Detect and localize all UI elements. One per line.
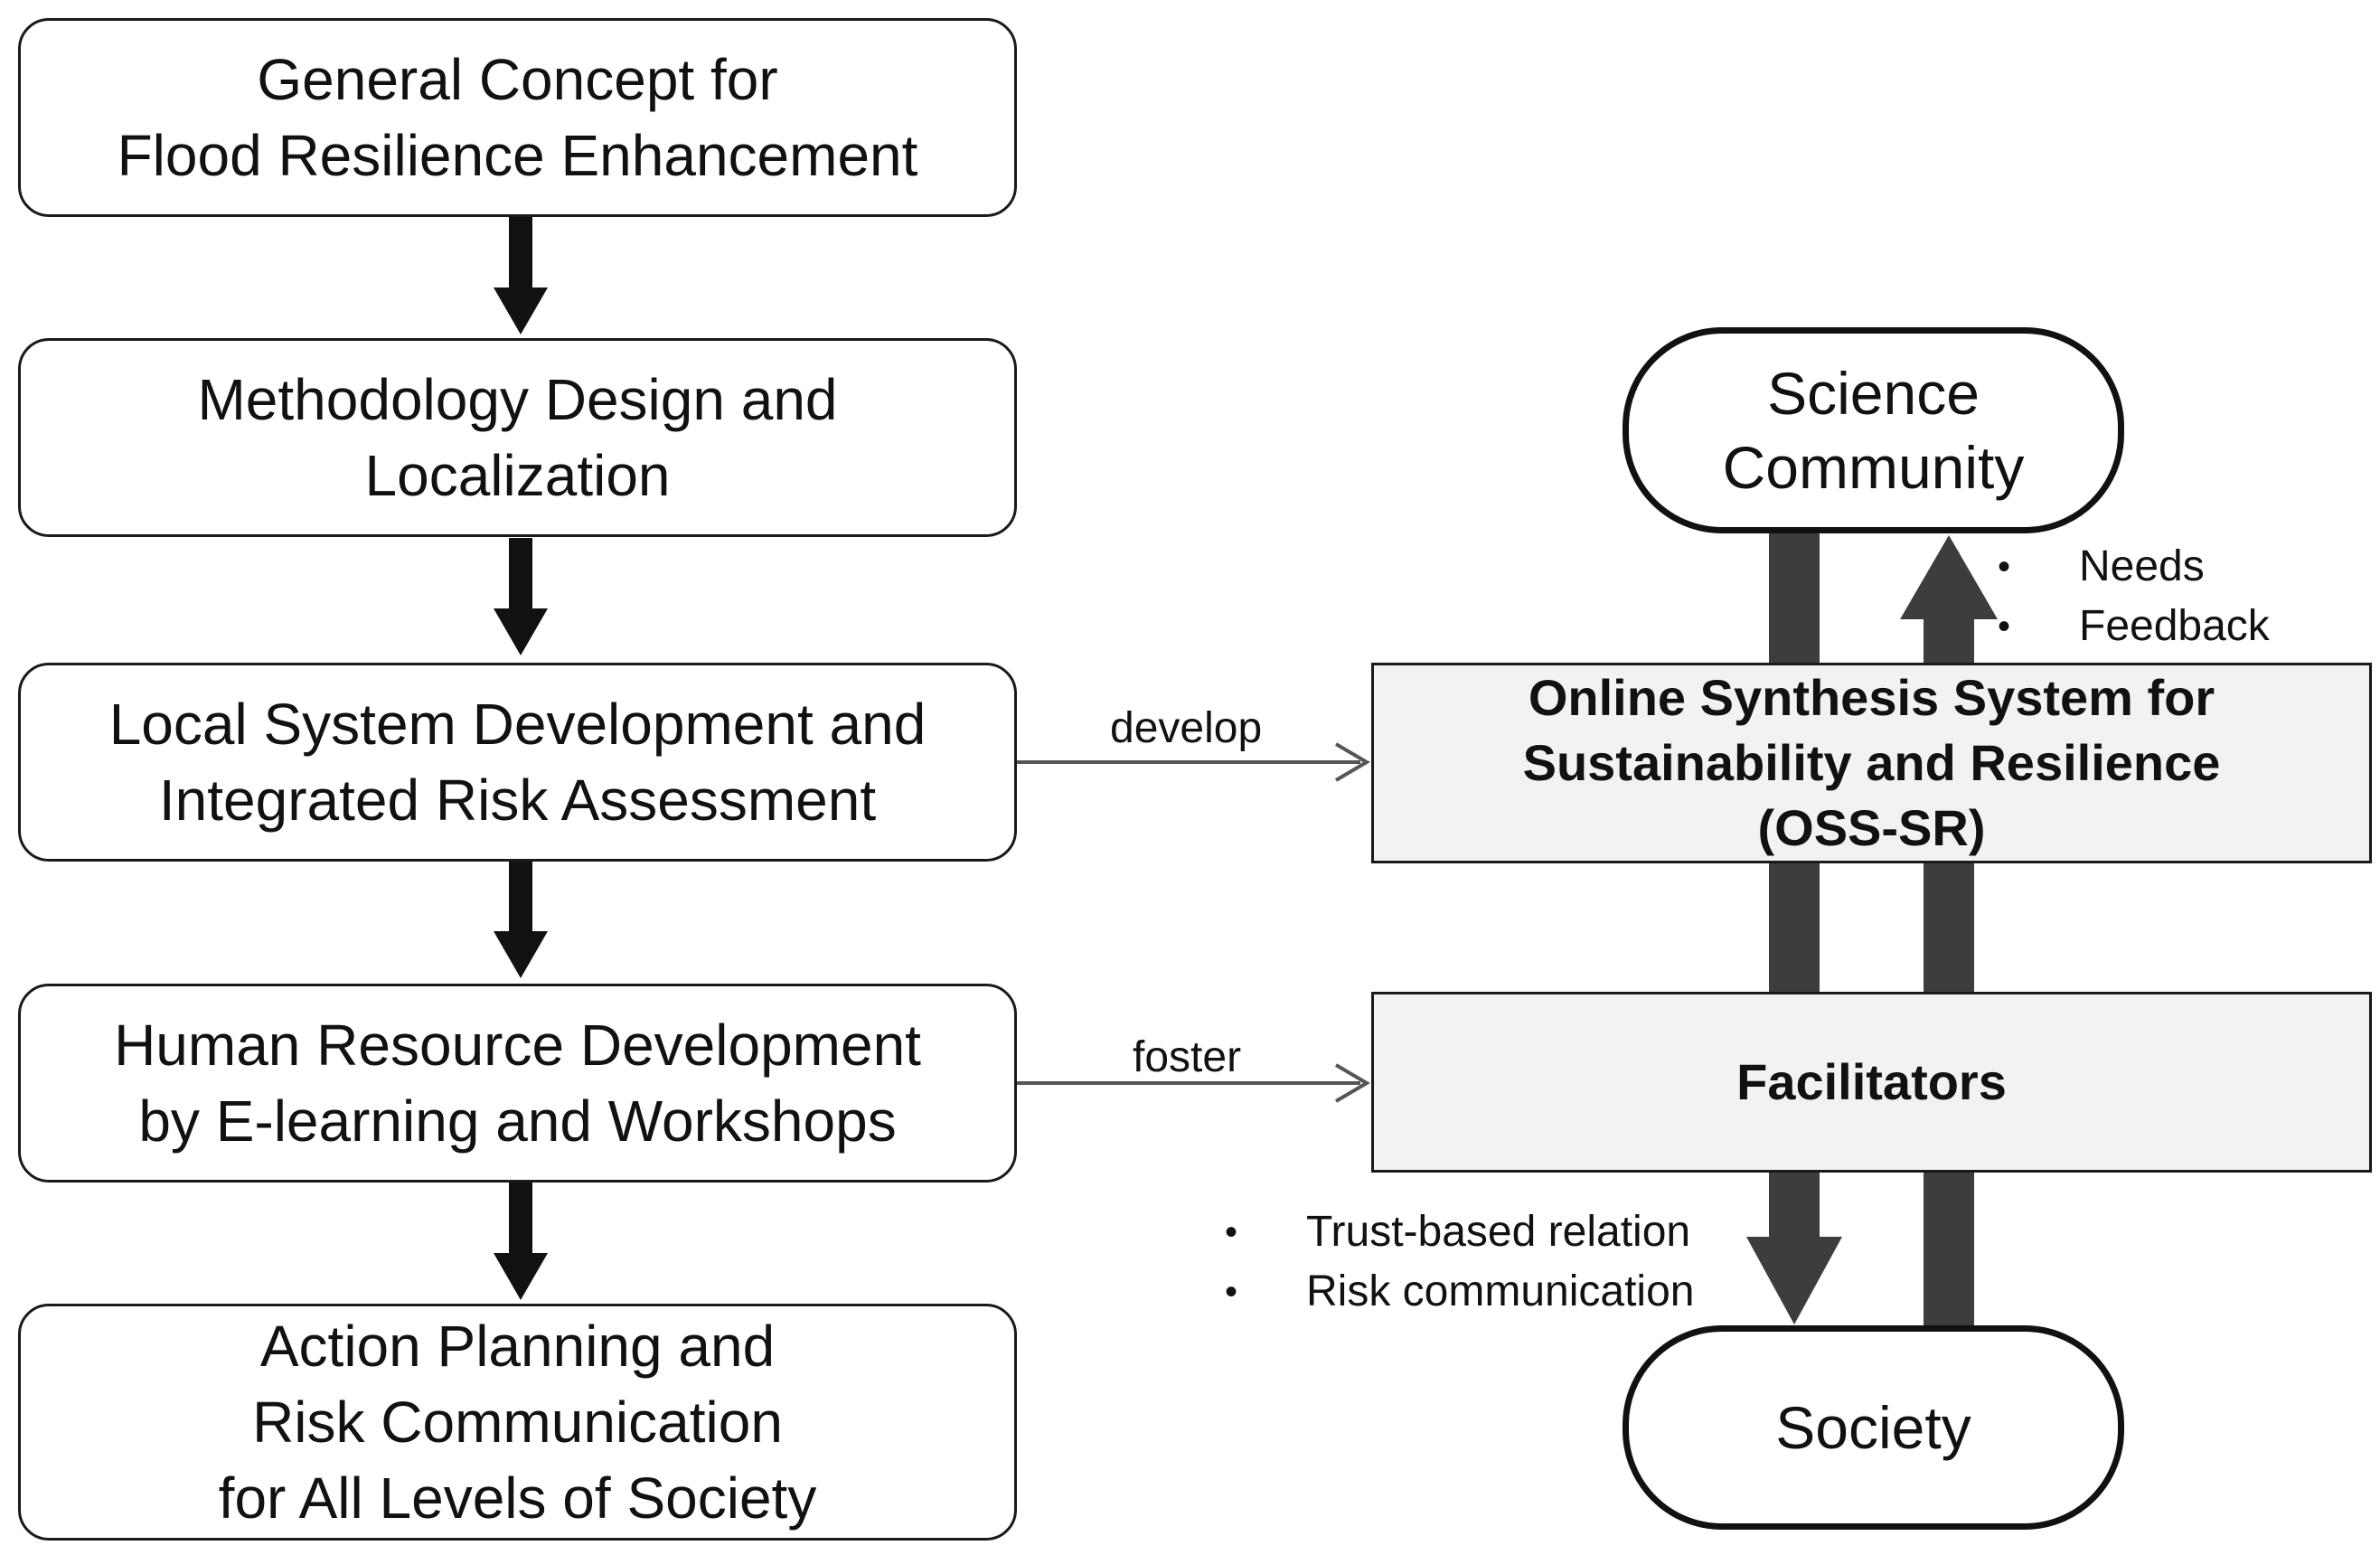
step-general-concept: General Concept for Flood Resilience Enh… — [18, 18, 1017, 217]
step-methodology-design: Methodology Design and Localization — [18, 338, 1017, 537]
step-methodology-design-line-2: Localization — [364, 443, 671, 508]
develop-label: develop — [1110, 704, 1263, 752]
step-action-planning: Action Planning and Risk Communication f… — [18, 1304, 1017, 1541]
oss-sr-line-3: (OSS-SR) — [1757, 799, 1986, 856]
step-general-concept-line-2: Flood Resilience Enhancement — [117, 123, 918, 188]
downward-gray-arrow — [1746, 532, 1842, 1324]
foster-label: foster — [1133, 1033, 1242, 1081]
step-methodology-design-line-1: Methodology Design and — [197, 367, 838, 432]
foster-connector-arrow — [1017, 1063, 1370, 1103]
step-local-system-development-line-1: Local System Development and — [108, 692, 927, 757]
society-label: Society — [1775, 1394, 1971, 1461]
oss-sr-line-1: Online Synthesis System for — [1528, 669, 2215, 726]
bullet-icon: • — [1998, 607, 2011, 646]
flow-arrow-1 — [494, 217, 548, 335]
bullet-icon: • — [1998, 547, 2011, 587]
step-human-resource-development: Human Resource Development by E-learning… — [18, 984, 1017, 1183]
step-local-system-development: Local System Development and Integrated … — [18, 663, 1017, 862]
step-action-planning-line-1: Action Planning and — [259, 1314, 776, 1379]
step-action-planning-line-2: Risk Communication — [252, 1390, 783, 1455]
develop-connector-arrow — [1017, 742, 1370, 782]
upward-gray-arrow — [1900, 535, 1998, 1331]
society-node: Society — [1623, 1325, 2124, 1530]
oss-sr-line-2: Sustainability and Resilience — [1522, 734, 2221, 791]
flow-arrow-4 — [494, 1183, 548, 1300]
science-community-node: Science Community — [1623, 327, 2124, 533]
bullet-icon: • — [1225, 1212, 1238, 1252]
step-human-resource-development-line-2: by E-learning and Workshops — [138, 1088, 897, 1154]
step-general-concept-line-1: General Concept for — [257, 47, 778, 112]
step-local-system-development-line-2: Integrated Risk Assessment — [158, 768, 877, 833]
flow-arrow-2 — [494, 538, 548, 655]
science-community-line-2: Community — [1722, 434, 2025, 501]
oss-sr-box: Online Synthesis System for Sustainabili… — [1371, 663, 2372, 863]
science-community-line-1: Science — [1767, 360, 1980, 427]
flow-arrow-3 — [494, 861, 548, 978]
facilitators-box: Facilitators — [1371, 992, 2372, 1173]
facilitators-label: Facilitators — [1736, 1053, 2007, 1110]
step-action-planning-line-3: for All Levels of Society — [218, 1465, 817, 1531]
step-human-resource-development-line-1: Human Resource Development — [114, 1013, 921, 1078]
bullet-icon: • — [1225, 1272, 1238, 1312]
